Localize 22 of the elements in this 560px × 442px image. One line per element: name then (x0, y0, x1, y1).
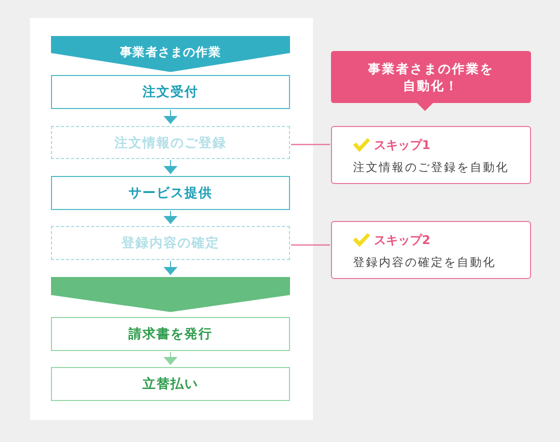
callout-text: 登録内容の確定を自動化 (353, 254, 497, 271)
process-box: 請求書を発行 (51, 317, 290, 351)
callout-box (331, 221, 531, 279)
header-banner (51, 277, 290, 312)
callout-heading: スキップ1 (374, 137, 430, 154)
arrow (164, 160, 178, 174)
arrow (164, 352, 178, 366)
dashed-step-box: 登録内容の確定 (51, 226, 290, 260)
dashed-step-box: 注文情報のご登録 (51, 126, 290, 159)
callout-heading: スキップ2 (374, 232, 430, 249)
process-box: 立替払い (51, 367, 290, 401)
speech-bubble: 事業者さまの作業を自動化！ (331, 51, 531, 111)
process-box: サービス提供 (51, 176, 290, 210)
arrow (164, 210, 178, 224)
callout-box (331, 126, 531, 184)
callout-text: 注文情報のご登録を自動化 (353, 159, 510, 176)
process-box: 注文受付 (51, 75, 290, 109)
connector-line (291, 244, 330, 246)
arrow (164, 260, 178, 276)
arrow (164, 110, 178, 124)
connector-line (291, 144, 330, 146)
header-banner: 事業者さまの作業 (51, 36, 290, 72)
